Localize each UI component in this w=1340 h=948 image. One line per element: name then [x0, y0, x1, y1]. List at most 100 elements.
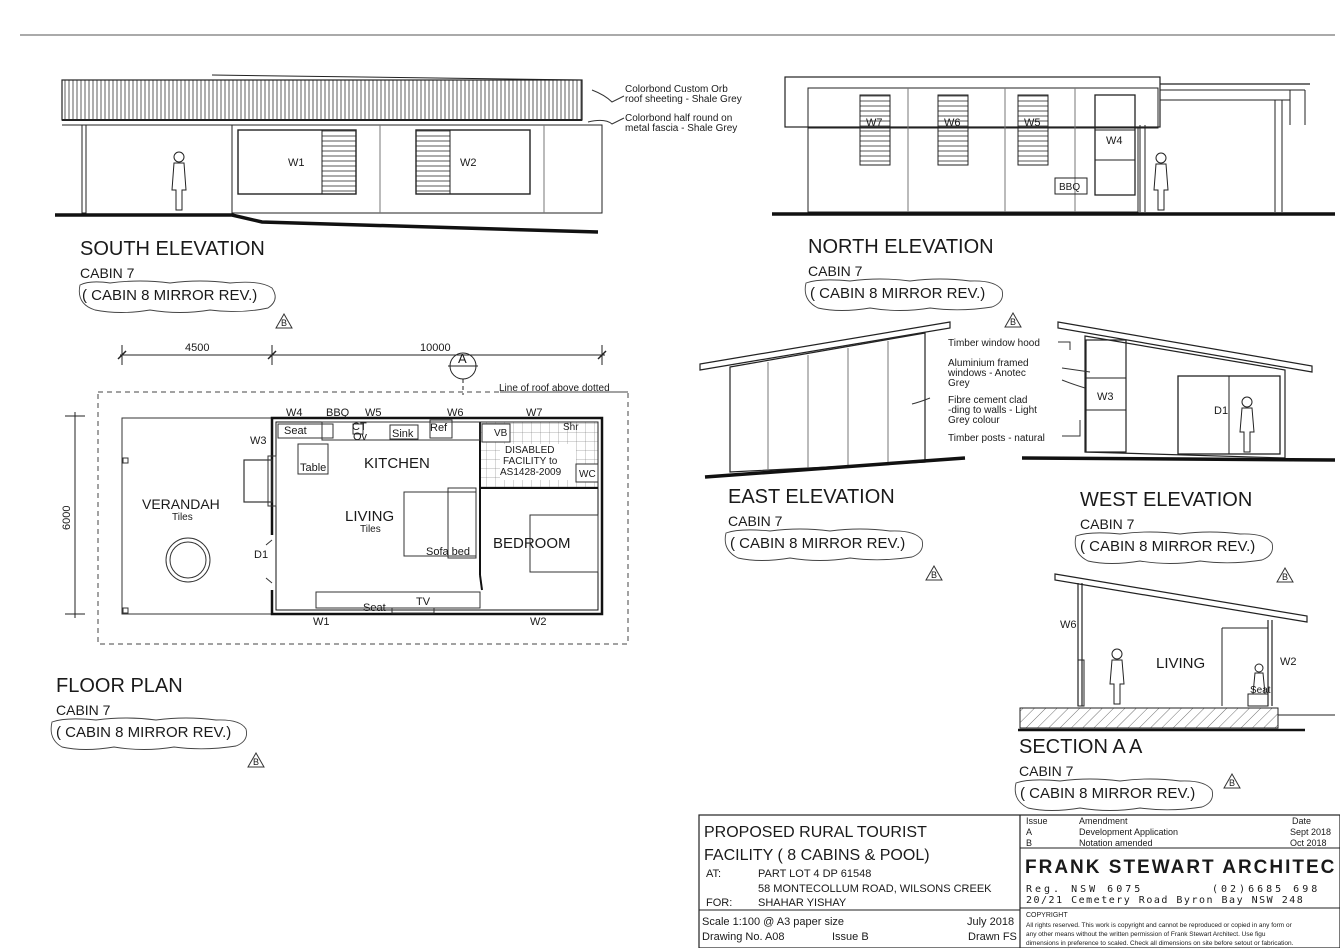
n-w4: W4	[1106, 135, 1123, 147]
at-label: AT:	[706, 868, 721, 880]
w-d1: D1	[1214, 405, 1228, 417]
human-figure	[1239, 396, 1255, 453]
window-w4	[1094, 94, 1136, 196]
fp-sink: Sink	[392, 428, 414, 440]
human-figure	[1109, 648, 1125, 705]
note-windows-anotec: windows - Anotec	[947, 368, 1026, 379]
south-cabin-label: CABIN 7	[80, 265, 135, 281]
n-w7: W7	[866, 117, 883, 129]
living-tiles: Tiles	[360, 524, 381, 535]
west-elevation: W3 D1 Timber window hood Aluminium frame…	[911, 321, 1336, 583]
amendment-b: Notation amended	[1079, 838, 1153, 848]
roof-note-1: Colorbond Custom Orb	[625, 84, 728, 95]
verandah-label: VERANDAH	[142, 496, 220, 512]
fp-w2: W2	[530, 616, 547, 628]
drawing-date: July 2018	[967, 916, 1014, 928]
issue-b: B	[1026, 838, 1032, 848]
verandah-tiles: Tiles	[172, 512, 193, 523]
west-revision-b: B	[1282, 572, 1288, 582]
n-w5: W5	[1024, 117, 1041, 129]
south-elevation: W1 W2 Colorbond Custom Orb roof sheeting…	[55, 74, 742, 329]
section-mirror-label: ( CABIN 8 MIRROR REV.)	[1020, 785, 1195, 802]
south-revision-b: B	[281, 318, 287, 328]
roof-note-2: roof sheeting - Shale Grey	[625, 94, 742, 105]
north-cabin-label: CABIN 7	[808, 263, 863, 279]
copyright-line-2: any other means without the written perm…	[1026, 931, 1266, 938]
window-w7	[859, 94, 891, 166]
w2-label: W2	[460, 157, 477, 169]
drawing-number: Drawing No. A08	[702, 931, 785, 943]
east-revision-b: B	[931, 570, 937, 580]
client-name: SHAHAR YISHAY	[758, 897, 847, 909]
copyright-line-3: dimensions in preference to scaled. Chec…	[1026, 940, 1294, 947]
fp-w1: W1	[313, 616, 330, 628]
human-figure	[171, 151, 187, 211]
project-line-2: FACILITY ( 8 CABINS & POOL)	[704, 847, 930, 864]
dim-10000: 10000	[420, 342, 451, 354]
window-w3	[1085, 339, 1127, 453]
east-elevation: EAST ELEVATION CABIN 7 ( CABIN 8 MIRROR …	[699, 321, 966, 581]
verandah-slab	[121, 417, 273, 615]
n-bbq: BBQ	[1059, 182, 1080, 193]
fp-ov: Ov	[353, 431, 368, 443]
sec-w6: W6	[1060, 619, 1077, 631]
project-line-1: PROPOSED RURAL TOURIST	[704, 824, 927, 841]
date-a: Sept 2018	[1290, 827, 1331, 837]
west-elevation-title: WEST ELEVATION	[1080, 489, 1252, 511]
amendment-a: Development Application	[1079, 827, 1178, 837]
fp-d1: D1	[254, 549, 268, 561]
fp-w6: W6	[447, 407, 464, 419]
note-window-hood: Timber window hood	[948, 338, 1040, 349]
roof-sheeting	[61, 79, 583, 121]
copyright-line-1: All rights reserved. This work is copyri…	[1026, 922, 1293, 929]
issue-header: Issue	[1026, 816, 1048, 826]
fp-w5: W5	[365, 407, 382, 419]
bbq-unit	[1054, 177, 1088, 195]
firm-address: 20/21 Cemetery Road Byron Bay NSW 248	[1026, 895, 1304, 906]
floor-plan: 4500 10000 6000 A Line of roof above dot…	[50, 342, 629, 768]
title-block: PROPOSED RURAL TOURIST FACILITY ( 8 CABI…	[698, 814, 1340, 948]
fp-seat-2: Seat	[363, 602, 386, 614]
note-timber-posts: Timber posts - natural	[948, 433, 1045, 444]
wc-label: WC	[579, 469, 596, 480]
fascia-note-1: Colorbond half round on	[625, 113, 732, 124]
amendment-header: Amendment	[1079, 816, 1128, 826]
west-mirror-label: ( CABIN 8 MIRROR REV.)	[1080, 538, 1255, 555]
fp-w4: W4	[286, 407, 303, 419]
w1-label: W1	[288, 157, 305, 169]
sec-seat: Seat	[1250, 685, 1271, 696]
issue-label: Issue B	[832, 931, 869, 943]
shr-label: Shr	[563, 422, 579, 433]
north-revision-b: B	[1010, 317, 1016, 327]
sec-w2: W2	[1280, 656, 1297, 668]
firm-registration: Reg. NSW 6075	[1026, 884, 1143, 895]
disabled-line1: DISABLED	[505, 445, 554, 456]
fp-ref: Ref	[430, 422, 448, 434]
floor-slab	[1019, 707, 1279, 729]
east-elevation-title: EAST ELEVATION	[728, 486, 895, 508]
window-w6	[937, 94, 969, 166]
roof-line-note: Line of roof above dotted	[499, 383, 610, 394]
roof-line-dotted	[97, 391, 629, 645]
floor-cabin-label: CABIN 7	[56, 702, 111, 718]
note-fibre-cement: Fibre cement clad	[948, 395, 1027, 406]
sec-living: LIVING	[1156, 655, 1205, 672]
section-revision-b: B	[1229, 778, 1235, 788]
fp-w3: W3	[250, 435, 267, 447]
south-mirror-label: ( CABIN 8 MIRROR REV.)	[82, 287, 257, 304]
fascia-note-2: metal fascia - Shale Grey	[625, 123, 737, 134]
note-cladding: -ding to walls - Light	[948, 405, 1037, 416]
issue-a: A	[1026, 827, 1032, 837]
floor-mirror-label: ( CABIN 8 MIRROR REV.)	[56, 724, 231, 741]
firm-phone: (02)6685 698	[1212, 884, 1320, 895]
fp-seat: Seat	[284, 425, 307, 437]
floor-revision-b: B	[253, 757, 259, 767]
section-marker-a: A	[458, 351, 467, 366]
fp-sofa-bed: Sofa bed	[426, 546, 470, 558]
note-grey: Grey	[948, 378, 970, 389]
bedroom-label: BEDROOM	[493, 535, 571, 552]
section-title: SECTION A A	[1019, 736, 1143, 758]
disabled-line2: FACILITY to	[503, 456, 558, 467]
fp-tv: TV	[416, 596, 431, 608]
